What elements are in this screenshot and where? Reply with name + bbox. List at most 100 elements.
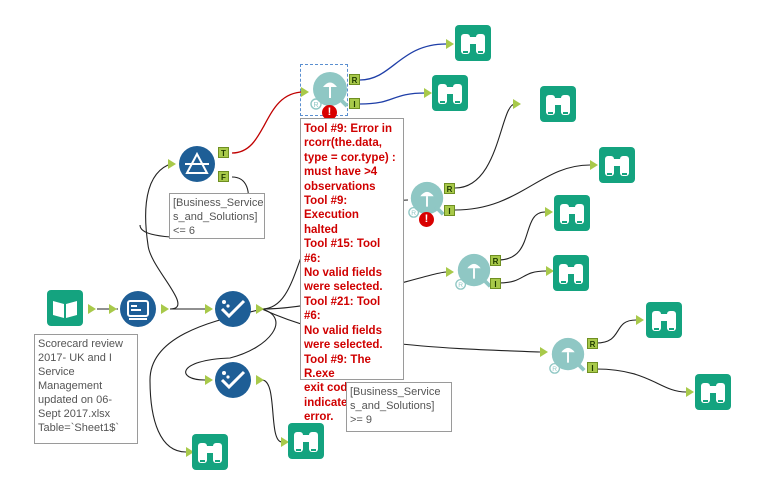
sample-input-anchor[interactable]	[205, 304, 213, 314]
r-correlation-icon: R	[549, 337, 586, 374]
browse-tool[interactable]	[432, 75, 468, 111]
wire-corr-bottom-i-to-browse	[595, 368, 687, 393]
correlation-mid-r-anchor[interactable]: R	[444, 183, 455, 194]
browse-tool[interactable]	[455, 25, 491, 61]
browse-input-anchor[interactable]	[545, 207, 553, 217]
wire-correlation-i-to-browse	[359, 92, 427, 105]
binoculars-icon	[455, 25, 491, 61]
correlation-low-input-anchor[interactable]	[446, 267, 454, 277]
error-line: No valid fields	[304, 267, 382, 280]
correlation-bottom-r-anchor[interactable]: R	[587, 338, 598, 349]
browse-input-anchor[interactable]	[636, 315, 644, 325]
correlation-top-tool[interactable]: R	[309, 70, 351, 112]
annotation-line: Scorecard review	[38, 338, 123, 350]
error-line: No valid fields	[304, 324, 382, 337]
correlation-low-i-anchor[interactable]: I	[490, 278, 501, 289]
checkmark-sample-icon	[215, 291, 251, 327]
correlation-bottom-tool[interactable]: R	[548, 336, 588, 376]
svg-text:R: R	[411, 210, 416, 217]
browse-input-anchor[interactable]	[424, 88, 432, 98]
browse-input-anchor[interactable]	[686, 387, 694, 397]
browse-tool[interactable]	[599, 147, 635, 183]
r-correlation-icon: R	[455, 253, 492, 290]
filter-true-anchor[interactable]: T	[218, 147, 229, 158]
browse-tool[interactable]	[646, 302, 682, 338]
wire-corr-mid-r-to-browse	[454, 103, 516, 189]
select-tool[interactable]	[119, 290, 157, 328]
browse-input-anchor[interactable]	[513, 99, 521, 109]
error-line: halted	[304, 223, 338, 236]
annotation-line: >= 9	[350, 414, 373, 426]
error-line: were selected.	[304, 281, 383, 294]
binoculars-icon	[192, 434, 228, 470]
wire-sample2-to-browse-bottom	[261, 379, 283, 443]
browse-tool[interactable]	[540, 86, 576, 122]
select-input-anchor[interactable]	[109, 304, 117, 314]
annotation-line: [Business_Service	[350, 386, 441, 398]
sample-output-anchor[interactable]	[256, 304, 264, 314]
sample2-output-anchor[interactable]	[256, 375, 264, 385]
wire-corr-low-r-to-browse	[497, 211, 546, 261]
select-output-anchor[interactable]	[161, 304, 169, 314]
error-icon[interactable]: !	[322, 105, 337, 120]
wire-select-to-filter	[145, 164, 179, 310]
correlation-top-input-anchor[interactable]	[301, 87, 309, 97]
browse-input-anchor[interactable]	[546, 266, 554, 276]
filter-annotation: [Business_Service s_and_Solutions] <= 6	[169, 193, 265, 239]
error-icon[interactable]: !	[419, 212, 434, 227]
browse-input-anchor[interactable]	[590, 160, 598, 170]
filter-tool[interactable]	[178, 145, 216, 183]
browse-tool[interactable]	[553, 255, 589, 291]
browse-input-anchor[interactable]	[186, 447, 194, 457]
input-annotation: Scorecard review 2017- UK and I Service …	[34, 334, 138, 444]
binoculars-icon	[646, 302, 682, 338]
checkmark-sample-icon	[215, 362, 251, 398]
correlation-top-r-anchor[interactable]: R	[349, 74, 360, 85]
annotation-line: Management	[38, 380, 103, 392]
error-line: must have >4	[304, 166, 378, 179]
correlation-mid-i-anchor[interactable]: I	[444, 205, 455, 216]
svg-text:R: R	[458, 282, 463, 289]
input-data-tool[interactable]	[47, 290, 83, 326]
error-line: Tool #9: Error in	[304, 123, 392, 135]
browse-input-anchor[interactable]	[281, 437, 289, 447]
error-line: observations	[304, 180, 376, 193]
svg-text:R: R	[552, 366, 557, 373]
annotation-line: [Business_Service	[173, 197, 264, 209]
correlation-top-i-anchor[interactable]: I	[349, 98, 360, 109]
annotation-line: s_and_Solutions]	[173, 211, 258, 223]
browse-tool[interactable]	[554, 195, 590, 231]
browse-tool[interactable]	[192, 434, 228, 470]
annotation-line: Sept 2017.xlsx	[38, 408, 111, 420]
error-line: Tool #21: Tool #6:	[304, 295, 381, 323]
browse-tool[interactable]	[695, 374, 731, 410]
book-icon	[47, 290, 83, 326]
annotation-line: Service	[38, 366, 75, 378]
error-line: Tool #15: Tool #6:	[304, 238, 381, 265]
correlation-low-r-anchor[interactable]: R	[490, 255, 501, 266]
binoculars-icon	[432, 75, 468, 111]
error-line: Tool #9: Execution	[304, 195, 359, 222]
filter-input-anchor[interactable]	[168, 159, 176, 169]
r-correlation-icon: R	[408, 181, 445, 218]
binoculars-icon	[540, 86, 576, 122]
correlation-mid-tool[interactable]: R	[407, 180, 447, 220]
binoculars-icon	[553, 255, 589, 291]
input-output-anchor[interactable]	[88, 304, 96, 314]
r-correlation-icon: R	[310, 72, 349, 110]
sample2-input-anchor[interactable]	[205, 375, 213, 385]
annotation-line: Table=`Sheet1$`	[38, 422, 120, 434]
sample2-tool[interactable]	[214, 361, 252, 399]
browse-input-anchor[interactable]	[446, 39, 454, 49]
wire-corr-low-i-to-browse	[497, 270, 547, 284]
browse-tool[interactable]	[288, 423, 324, 459]
correlation-bottom-input-anchor[interactable]	[540, 347, 548, 357]
filter-false-anchor[interactable]: F	[218, 171, 229, 182]
correlation-low-tool[interactable]: R	[454, 252, 494, 292]
sample-tool[interactable]	[214, 290, 252, 328]
wire-corr-mid-i-to-browse	[454, 164, 591, 211]
correlation-bottom-i-anchor[interactable]: I	[587, 362, 598, 373]
filter-false-annotation: [Business_Service s_and_Solutions] >= 9	[346, 382, 452, 432]
annotation-line: s_and_Solutions]	[350, 400, 435, 412]
